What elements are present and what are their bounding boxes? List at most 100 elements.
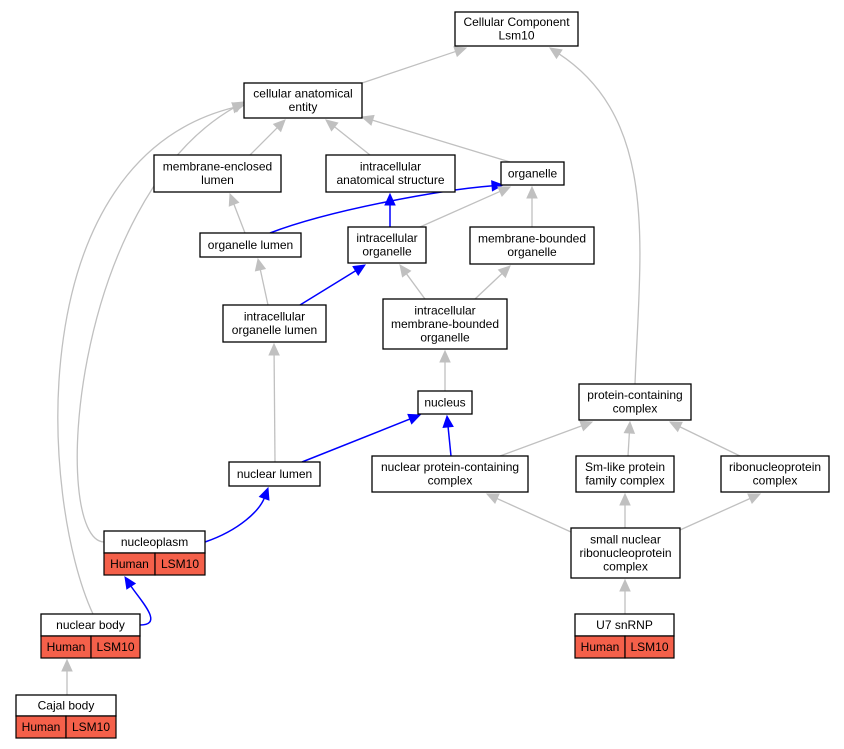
edge-is-a [548, 47, 641, 385]
node-box [153, 154, 282, 193]
edges-layer [57, 46, 762, 695]
arrowhead-icon [360, 114, 375, 126]
node-box [570, 527, 681, 579]
edge-is-a [485, 493, 572, 533]
node-box [325, 154, 456, 193]
node-label: intracellular [244, 310, 305, 324]
edge-is-a [228, 192, 246, 234]
node-label: Cellular Component [463, 15, 570, 29]
arrowhead-icon [384, 192, 396, 206]
arrowhead-icon [668, 421, 683, 433]
node-label: nuclear protein-containing [381, 460, 519, 474]
edge-part-of [301, 413, 422, 463]
gene-tag-label: LSM10 [96, 640, 134, 654]
node-label: intracellular [356, 231, 417, 245]
arrowhead-icon [619, 492, 631, 506]
node-box [469, 226, 595, 265]
edge-is-a [619, 492, 631, 528]
edge-part-of [124, 575, 152, 626]
arrowhead-icon [439, 349, 451, 363]
arrowhead-icon [548, 47, 563, 60]
arrowhead-icon [61, 658, 73, 672]
gene-tag-label: LSM10 [72, 720, 110, 734]
edge-is-a [325, 119, 371, 156]
node-box [228, 461, 321, 487]
node-box [199, 232, 302, 258]
arrowhead-icon [228, 192, 240, 207]
edge-is-a [526, 185, 538, 227]
gene-tag [624, 635, 675, 659]
edge-is-a [249, 119, 286, 156]
edge-part-of [384, 192, 396, 227]
gene-tag [90, 635, 141, 659]
arrowhead-icon [272, 119, 286, 133]
node-nucleus[interactable]: nucleus [417, 390, 473, 415]
node-label: intracellular [414, 303, 475, 317]
arrowhead-icon [231, 102, 246, 114]
node-label: nuclear body [56, 618, 125, 632]
arrowhead-icon [453, 46, 468, 58]
species-tag-label: Human [110, 557, 149, 571]
node-label: organelle [507, 245, 557, 259]
edge-is-a [360, 114, 511, 163]
node-label: cellular anatomical [253, 87, 352, 101]
node-label: nuclear lumen [237, 467, 312, 481]
species-tag-label: Human [581, 640, 620, 654]
arrowhead-icon [407, 413, 422, 425]
node-label: complex [613, 402, 658, 416]
edge-is-a [61, 658, 73, 695]
arrowhead-icon [325, 119, 339, 132]
node-label: organelle lumen [232, 323, 317, 337]
edge-is-a [419, 186, 512, 228]
node-label: Lsm10 [498, 29, 534, 43]
arrowhead-icon [497, 186, 512, 197]
arrowhead-icon [497, 265, 511, 279]
node-nuclear-lumen[interactable]: nuclear lumen [228, 461, 321, 487]
edge-is-a [619, 578, 631, 614]
edge-is-a [499, 420, 594, 457]
edge-is-a [57, 102, 246, 615]
arrowhead-icon [579, 420, 594, 432]
node-box [500, 161, 565, 186]
node-label: family complex [585, 474, 664, 488]
node-box [371, 455, 529, 493]
node-organelle-lumen[interactable]: organelle lumen [199, 232, 302, 258]
edge-is-a [623, 420, 636, 457]
edge-is-a [399, 264, 426, 300]
arrowhead-icon [352, 264, 367, 276]
species-tag-label: Human [22, 720, 61, 734]
node-box [454, 11, 579, 47]
arrowhead-icon [442, 414, 454, 429]
arrowhead-icon [268, 342, 280, 356]
node-label: membrane-enclosed [163, 160, 272, 174]
node-label: U7 snRNP [596, 618, 653, 632]
arrowhead-icon [254, 257, 267, 272]
node-box [222, 304, 327, 343]
arrowhead-icon [526, 185, 538, 199]
arrowhead-icon [124, 575, 137, 590]
node-organelle[interactable]: organelle [500, 161, 565, 186]
node-label: complex [603, 559, 648, 573]
node-label: nucleus [424, 395, 465, 409]
edge-is-a [679, 493, 762, 531]
node-box [417, 390, 473, 415]
node-label: entity [289, 100, 318, 114]
